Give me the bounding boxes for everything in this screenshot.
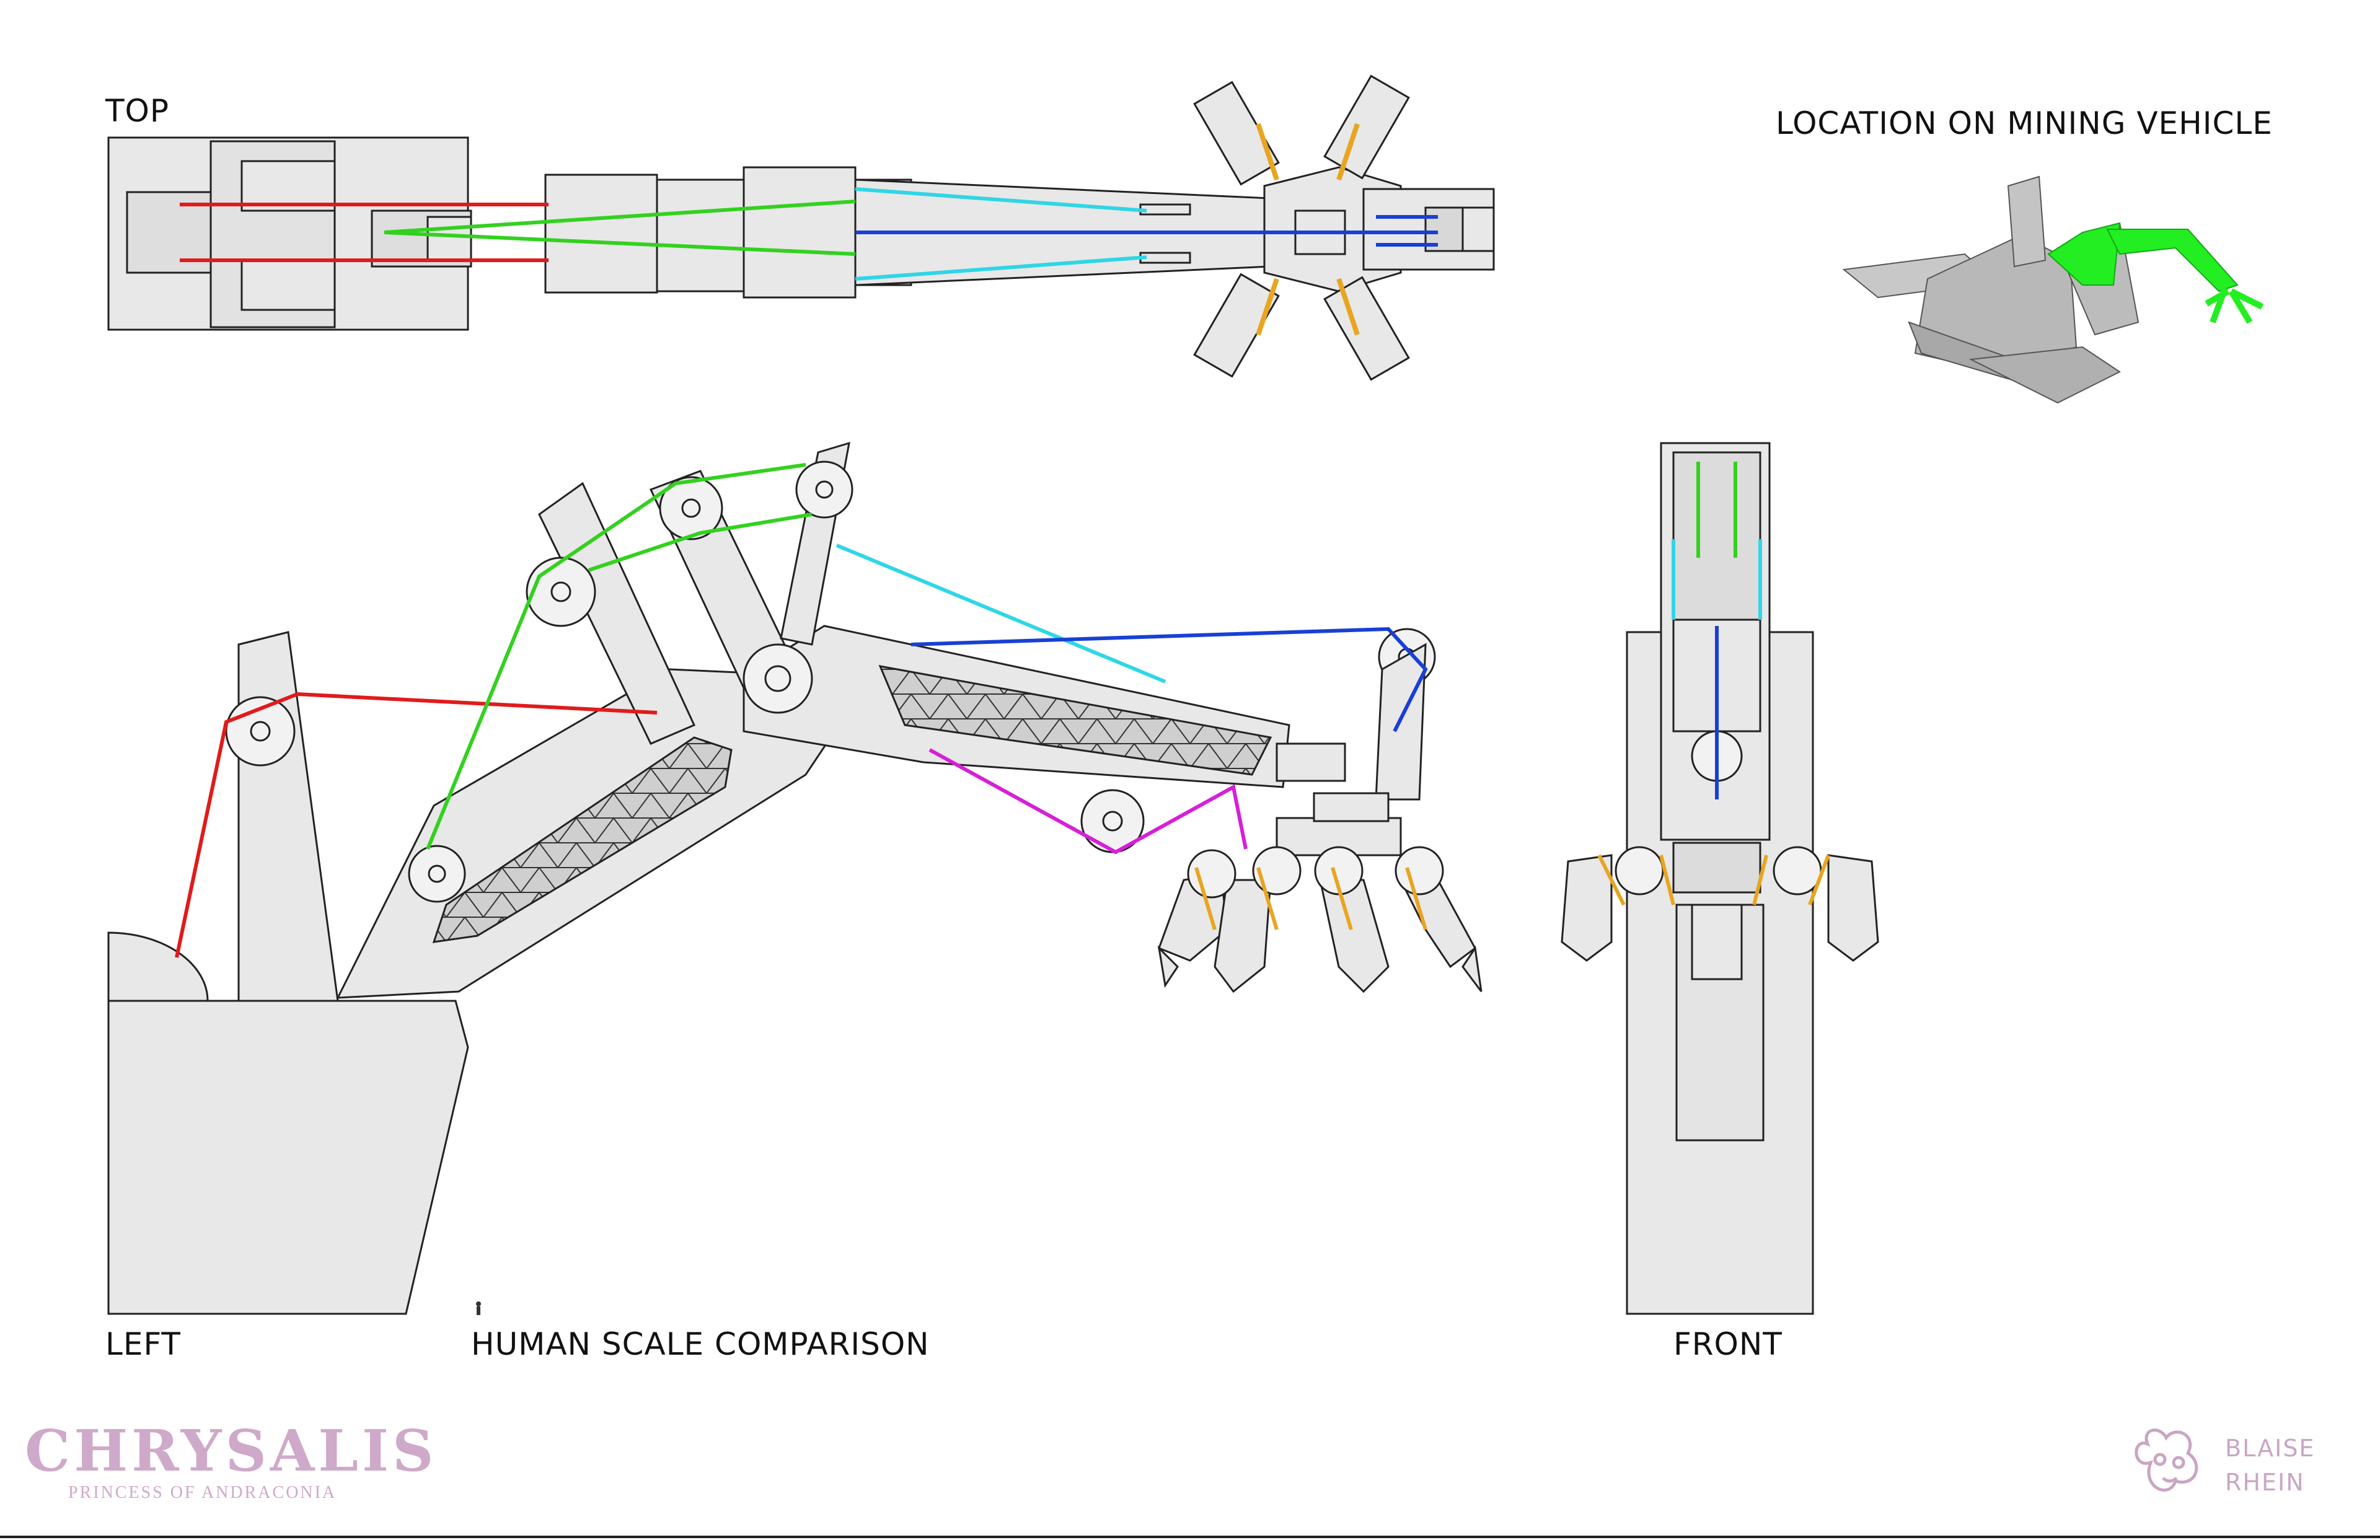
left-mast <box>237 631 339 1002</box>
left-claws <box>1157 846 1483 993</box>
front-claws <box>1561 846 1879 980</box>
left-cables <box>175 463 1428 958</box>
front-view-label: FRONT <box>1673 1326 1783 1362</box>
top-claw-arms <box>1193 74 1410 381</box>
signature-line-1: BLAISE <box>2225 1435 2316 1462</box>
bottom-rule <box>0 1536 2380 1538</box>
highlighted-arm <box>2047 222 2121 286</box>
location-thumbnail <box>1842 175 2264 404</box>
left-view-label: LEFT <box>105 1326 181 1362</box>
top-view <box>107 74 1495 381</box>
human-scale-figure <box>476 1301 481 1315</box>
chrysalis-logo: CHRYSALIS PRINCESS OF ANDRACONIA <box>25 1422 437 1503</box>
left-pulleys <box>225 460 1436 903</box>
signature-line-2: RHEIN <box>2225 1469 2305 1496</box>
front-cables <box>1597 462 1830 906</box>
top-view-label: TOP <box>105 93 170 129</box>
logo-title: CHRYSALIS <box>25 1417 438 1484</box>
top-cables <box>180 187 1438 281</box>
signature-doodle <box>2135 1428 2198 1492</box>
front-view <box>1561 442 1879 1315</box>
human-scale-label: HUMAN SCALE COMPARISON <box>471 1326 930 1362</box>
left-view <box>107 441 1483 1315</box>
left-base <box>107 1000 469 1315</box>
top-mid-block <box>544 174 658 294</box>
location-label: LOCATION ON MINING VEHICLE <box>1776 105 2273 141</box>
logo-subtitle: PRINCESS OF ANDRACONIA <box>68 1483 337 1502</box>
